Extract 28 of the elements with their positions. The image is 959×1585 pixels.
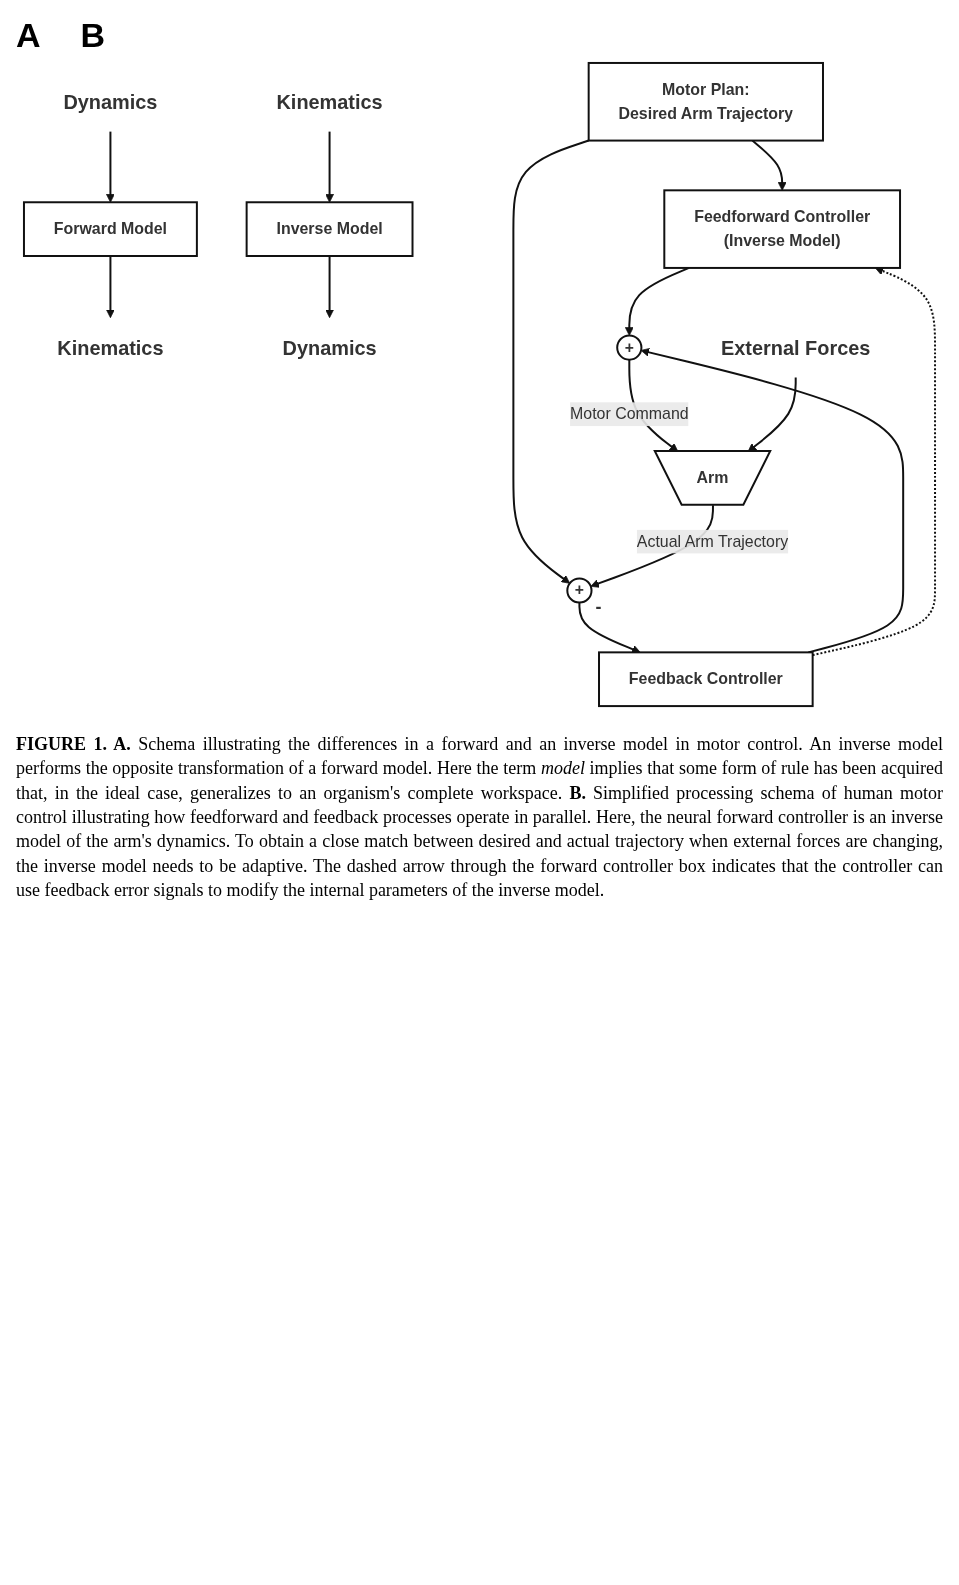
node-box: Forward Model	[22, 201, 198, 257]
node-box: Inverse Model	[245, 201, 414, 257]
node-box: Feedforward Controller (Inverse Model)	[663, 189, 902, 269]
arrow	[106, 130, 115, 203]
node-text: Kinematics	[276, 90, 383, 113]
arrow	[751, 139, 787, 191]
arrow	[747, 376, 797, 452]
arrow	[512, 139, 590, 584]
arrow	[325, 130, 334, 203]
node-circle: +	[566, 577, 593, 604]
node-circle: +	[616, 334, 643, 361]
arrow	[325, 255, 334, 319]
panel-letter: B	[80, 16, 106, 55]
node-box: Motor Plan: Desired Arm Trajectory	[587, 61, 824, 142]
edge-label: Actual Arm Trajectory	[636, 532, 789, 550]
node-text: Dynamics	[63, 90, 158, 113]
arrow	[578, 601, 641, 654]
figure-caption: FIGURE 1. A. Schema illustrating the differences in a forward and an inverse model in motor control. An inverse model performs the opposite transformation of a forward model. Here the term model implies that some form of rule has been acquired that, in the ideal case, generalizes to an organism's complete workspace. B. Simplified processing schema of human motor control illustrating how feedforward and feedback processes operate in parallel. Here, the neural forward controller is an inverse model of the arm's dynamics. To obtain a close match between desired and actual trajectory when external forces are changing, the inverse model needs to be adaptive. The dashed arrow through the forward controller box indicates that the controller can use feedback error signals to modify the internal parameters of the inverse model.	[16, 733, 943, 902]
node-text: External Forces	[721, 336, 871, 359]
arrow	[640, 348, 905, 654]
sign-label: -	[595, 596, 602, 617]
node-box: Feedback Controller	[598, 651, 814, 708]
node-text: Dynamics	[282, 336, 377, 359]
arrow	[106, 255, 115, 319]
node-text: Kinematics	[57, 336, 164, 359]
panel-letter: A	[16, 16, 41, 55]
edge-label: Motor Command	[570, 405, 689, 423]
arrow	[624, 266, 690, 336]
